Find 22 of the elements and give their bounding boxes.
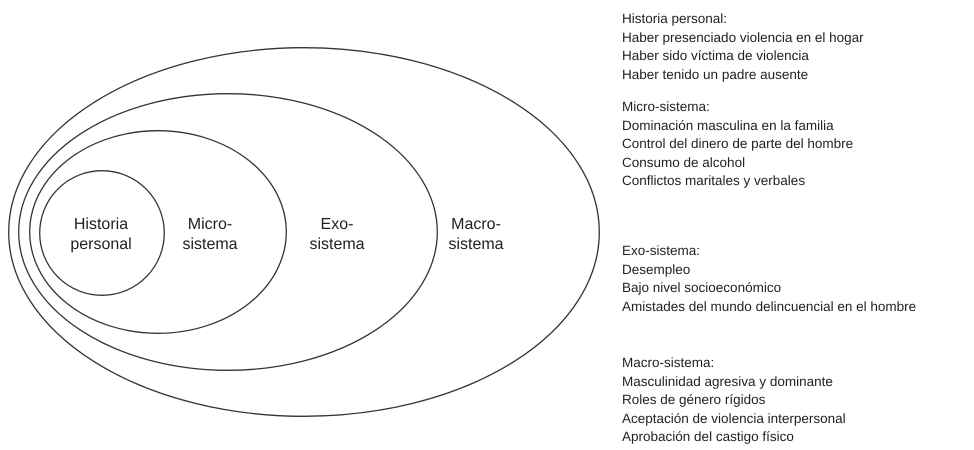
list-item: Conflictos maritales y verbales — [622, 172, 806, 190]
ring-label: Micro- sistema — [181, 215, 239, 255]
list-item: Consumo de alcohol — [622, 154, 746, 172]
list-item: Roles de género rígidos — [622, 391, 766, 409]
list-item: Dominación masculina en la familia — [622, 116, 834, 134]
list-heading: Exo-sistema: — [622, 242, 700, 260]
list-item: Desempleo — [622, 260, 690, 279]
list-item: Control del dinero de parte del hombre — [622, 135, 854, 153]
list-heading: Micro-sistema: — [622, 98, 710, 116]
list-heading: Historia personal: — [622, 10, 728, 28]
list-item: Haber presenciado violencia en el hogar — [622, 28, 864, 47]
ring-label: Historia personal — [69, 215, 133, 255]
list-item: Masculinidad agresiva y dominante — [622, 372, 833, 391]
list-item: Bajo nivel socioeconómico — [622, 279, 782, 297]
list-item: Aprobación del castigo físico — [622, 428, 794, 446]
list-item: Haber tenido un padre ausente — [622, 66, 808, 84]
list-item: Haber sido víctima de violencia — [622, 47, 809, 65]
ring-label: Exo- sistema — [308, 215, 366, 255]
list-heading: Macro-sistema: — [622, 354, 714, 372]
list-item: Aceptación de violencia interpersonal — [622, 410, 846, 428]
ring-label: Macro- sistema — [447, 215, 505, 255]
list-item: Amistades del mundo delincuencial en el hombre — [622, 298, 916, 316]
